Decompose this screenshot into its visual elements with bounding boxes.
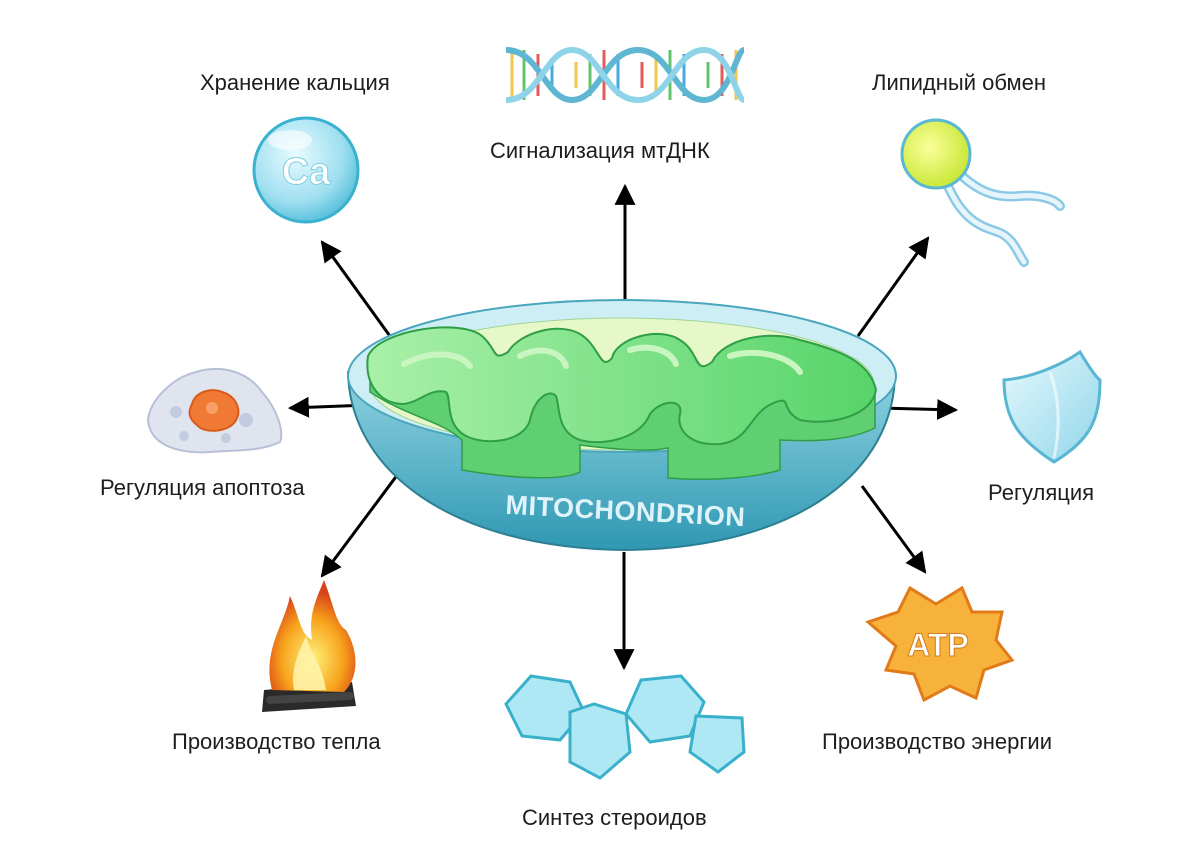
label-energy: Производство энергии (822, 729, 1053, 754)
calcium-sphere-icon: Ca (252, 116, 360, 224)
calcium-symbol: Ca (282, 151, 331, 193)
label-calcium: Хранение кальция (200, 70, 390, 95)
shield-icon (1002, 349, 1102, 464)
dna-helix-icon (505, 46, 746, 104)
label-lipid: Липидный обмен (872, 70, 1046, 95)
label-apoptosis: Регуляция апоптоза (100, 475, 305, 500)
label-heat: Производство тепла (172, 729, 381, 754)
mitochondrion: MITOCHONDRION (346, 299, 897, 552)
arrow-to-energy (860, 485, 927, 574)
arrow-to-heat (320, 473, 400, 578)
cell-icon (146, 367, 283, 454)
phospholipid-icon (900, 118, 1065, 267)
cristae-folds (401, 344, 803, 375)
cristae-top (366, 326, 878, 446)
arrow-to-lipid (856, 236, 930, 337)
label-mtdna: Сигнализация мтДНК (490, 138, 710, 163)
atp-star-icon: ATP (865, 585, 1015, 703)
label-steroids: Синтез стероидов (522, 805, 707, 830)
atp-label: ATP (907, 627, 969, 663)
steroid-rings-icon (504, 674, 746, 780)
label-regulation: Регуляция (988, 480, 1095, 505)
fire-icon (262, 580, 356, 712)
arrow-to-calcium (320, 240, 402, 351)
